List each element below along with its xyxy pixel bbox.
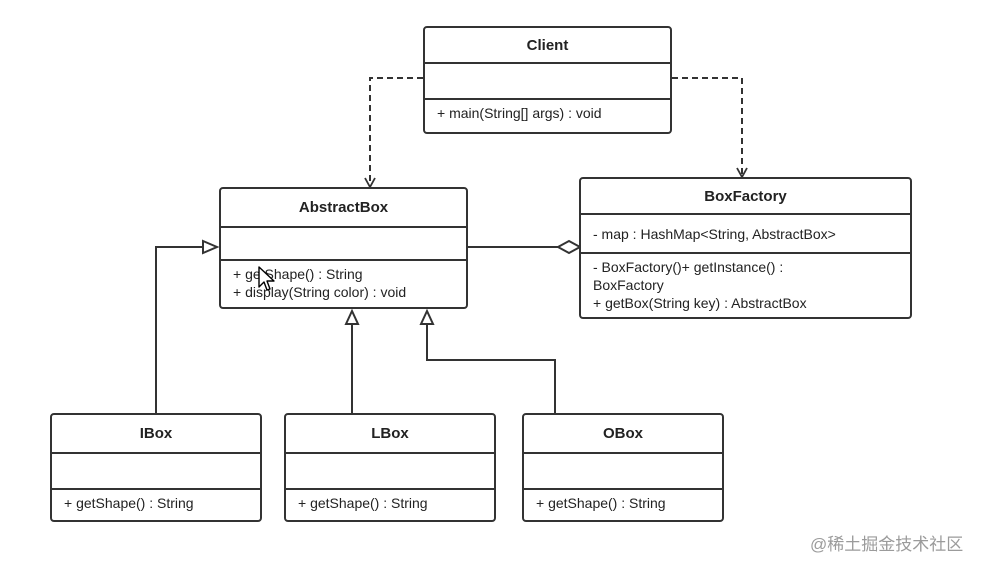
watermark: @稀土掘金技术社区	[810, 535, 964, 554]
inheritance-arrowhead	[419, 308, 435, 325]
operations-compartment: + main(String[] args) : void	[425, 100, 670, 126]
class-name: OBox	[524, 415, 722, 454]
operation: + display(String color) : void	[233, 284, 407, 300]
class-name: LBox	[286, 415, 494, 454]
operation: + getShape() : String	[64, 495, 194, 511]
inheritance-arrowhead	[344, 308, 360, 325]
dependency-client-abstractbox	[364, 77, 423, 189]
attributes-compartment	[52, 454, 260, 490]
inheritance-arrowhead	[202, 239, 220, 255]
dependency-client-boxfactory	[672, 77, 748, 179]
attributes-compartment	[524, 454, 722, 490]
class-boxfactory[interactable]: BoxFactory - map : HashMap<String, Abstr…	[579, 177, 912, 319]
attributes-compartment	[425, 64, 670, 100]
class-obox[interactable]: OBox + getShape() : String	[522, 413, 724, 522]
class-name: AbstractBox	[221, 189, 466, 228]
class-name: Client	[425, 28, 670, 64]
attributes-compartment	[286, 454, 494, 490]
class-client[interactable]: Client + main(String[] args) : void	[423, 26, 672, 134]
aggregation-diamond	[555, 239, 583, 255]
operations-compartment: - BoxFactory()+ getInstance() : BoxFacto…	[581, 254, 910, 316]
attributes-compartment	[221, 228, 466, 261]
operation: + getShape() : String	[536, 495, 666, 511]
operation: + getBox(String key) : AbstractBox	[593, 295, 807, 311]
generalization-ibox	[155, 246, 203, 413]
class-ibox[interactable]: IBox + getShape() : String	[50, 413, 262, 522]
class-abstractbox[interactable]: AbstractBox + getShape() : String + disp…	[219, 187, 468, 309]
class-name: BoxFactory	[581, 179, 910, 215]
class-lbox[interactable]: LBox + getShape() : String	[284, 413, 496, 522]
operation: + getShape() : String	[298, 495, 428, 511]
operation: - BoxFactory()+ getInstance() : BoxFacto…	[593, 259, 784, 293]
operation: + main(String[] args) : void	[437, 105, 602, 121]
class-name: IBox	[52, 415, 260, 454]
attribute: - map : HashMap<String, AbstractBox>	[593, 225, 836, 242]
operations-compartment: + getShape() : String	[52, 490, 260, 516]
operations-compartment: + getShape() : String	[286, 490, 494, 516]
generalization-obox	[426, 324, 556, 413]
operations-compartment: + getShape() : String	[524, 490, 722, 516]
attributes-compartment: - map : HashMap<String, AbstractBox>	[581, 215, 910, 254]
mouse-cursor-icon	[258, 266, 275, 291]
